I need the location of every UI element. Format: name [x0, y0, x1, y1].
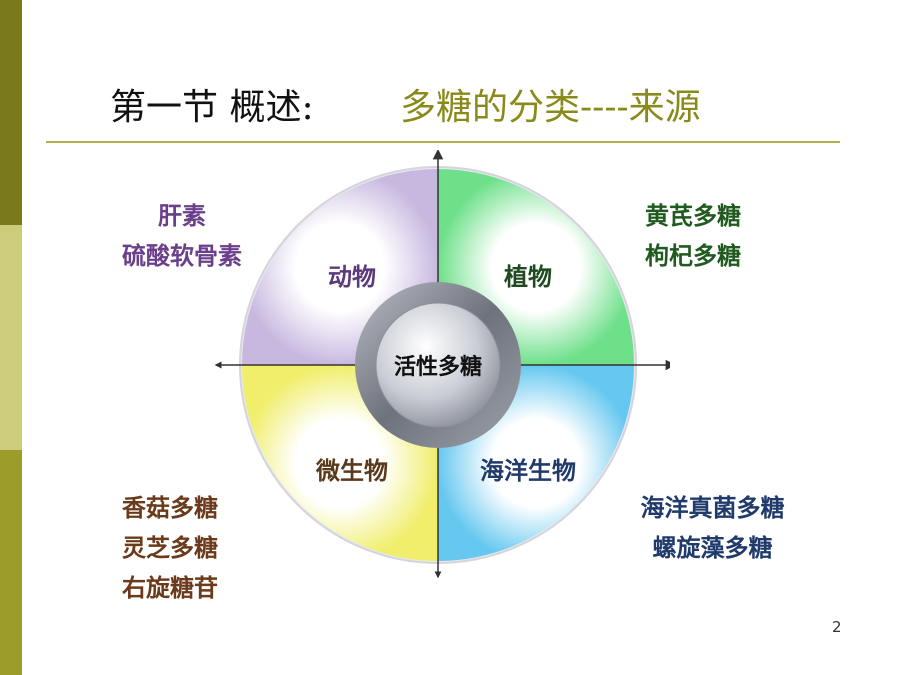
accent-bar-segment-middle [0, 225, 22, 450]
microbe-examples: 香菇多糖 灵芝多糖 右旋糖苷 [110, 488, 230, 608]
example-item: 灵芝多糖 [122, 534, 218, 562]
example-item: 右旋糖苷 [122, 574, 218, 602]
accent-bar-segment-bottom [0, 450, 22, 675]
left-accent-bar [0, 0, 22, 675]
example-item: 肝素 [158, 202, 206, 230]
title-main: 第一节 概述: [110, 87, 314, 128]
center-label: 活性多糖 [394, 354, 482, 380]
quadrant-microbe-label: 微生物 [315, 457, 388, 485]
polysaccharide-source-diagram: 活性多糖 动物 植物 微生物 海洋生物 [214, 150, 670, 579]
animal-examples: 肝素 硫酸软骨素 [112, 196, 252, 276]
example-item: 硫酸软骨素 [122, 242, 242, 270]
quadrant-animal-label: 动物 [328, 263, 376, 291]
quadrant-marine-label: 海洋生物 [480, 457, 576, 485]
title-underline [46, 141, 840, 143]
example-item: 黄芪多糖 [645, 202, 741, 230]
center-hub [375, 302, 501, 428]
page-number: 2 [832, 618, 842, 636]
example-item: 螺旋藻多糖 [652, 534, 773, 562]
marine-examples: 海洋真菌多糖 螺旋藻多糖 [620, 488, 805, 568]
plant-examples: 黄芪多糖 枸杞多糖 [628, 196, 758, 276]
example-item: 香菇多糖 [122, 494, 218, 522]
example-item: 海洋真菌多糖 [640, 494, 785, 522]
accent-bar-segment-top [0, 0, 22, 225]
quadrant-plant-label: 植物 [504, 263, 552, 291]
title-subtitle: 多糖的分类----来源 [400, 87, 701, 128]
example-item: 枸杞多糖 [645, 242, 741, 270]
